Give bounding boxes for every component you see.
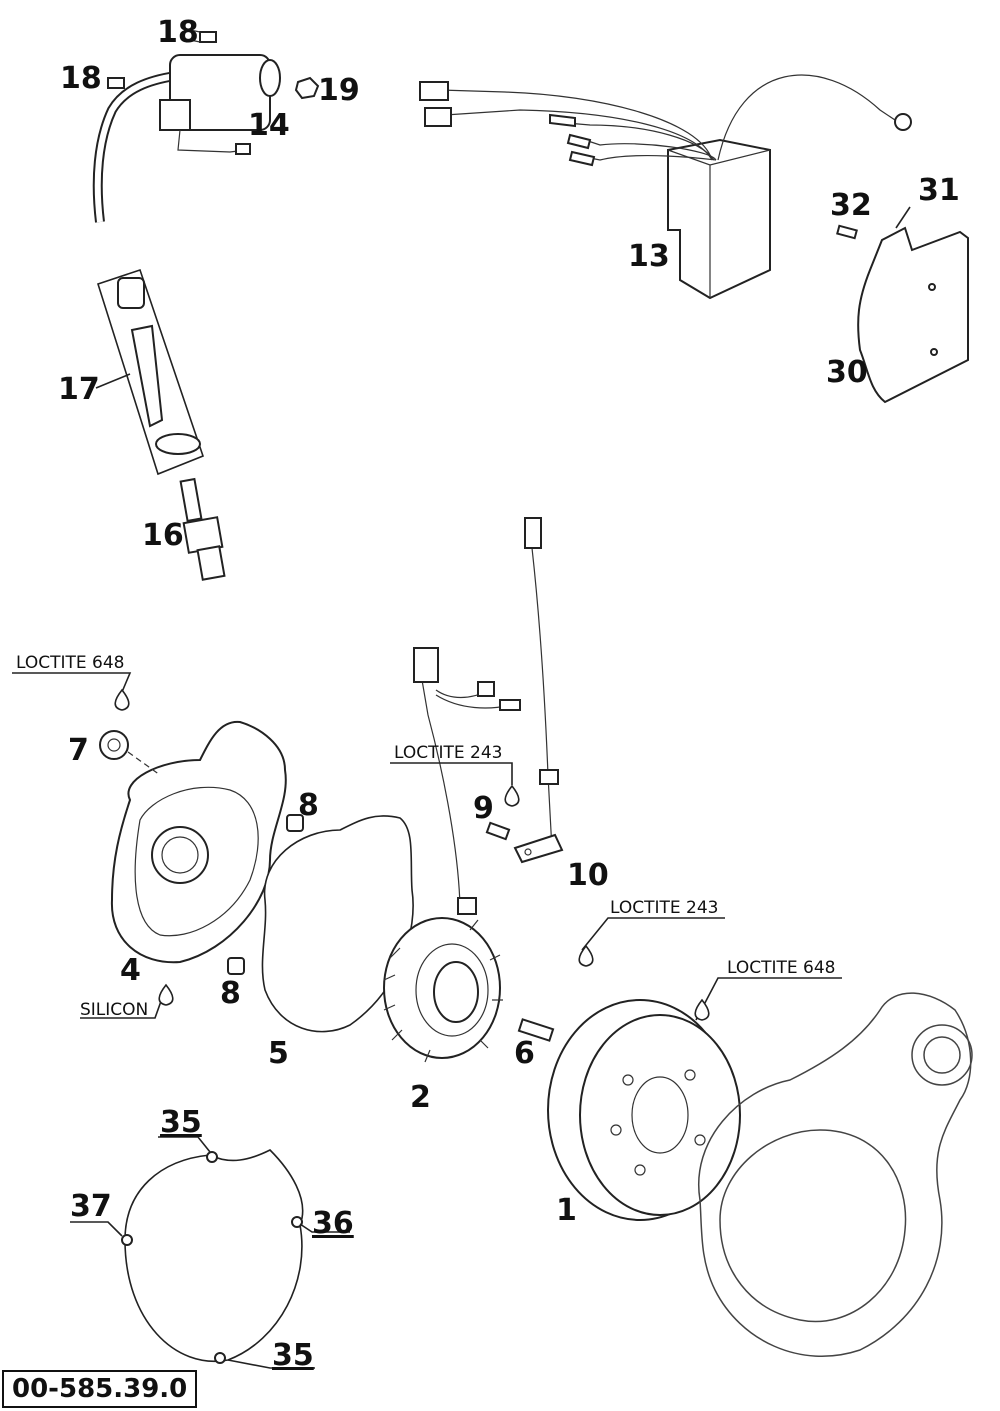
loctite-drop-cover — [114, 688, 130, 711]
diagram-reference-code: 00-585.39.0 — [2, 1370, 198, 1408]
loctite-drop-rotor-screw — [578, 944, 594, 967]
part-label-19: 19 — [318, 73, 360, 108]
part-label-10: 10 — [567, 858, 609, 893]
part-label-14: 14 — [248, 108, 290, 143]
part-label-4: 4 — [120, 953, 141, 988]
cover-gasket — [261, 815, 414, 1033]
spark-plug — [179, 477, 226, 581]
note-silicon: SILICON — [80, 1000, 148, 1020]
nut-19 — [294, 76, 320, 100]
rotor-screw — [517, 1018, 555, 1042]
screw-18b — [107, 77, 125, 89]
ignition-cover-gasket — [121, 1149, 304, 1364]
note-loctite-648-rotor: LOCTITE 648 — [727, 958, 836, 978]
loctite-drop-rotor — [694, 998, 710, 1021]
loctite-drop-pickup — [504, 784, 520, 807]
part-label-30: 30 — [826, 355, 868, 390]
part-label-35a: 35 — [160, 1105, 202, 1140]
note-loctite-243-pickup: LOCTITE 243 — [394, 743, 503, 763]
part-label-2: 2 — [410, 1080, 431, 1115]
part-label-36: 36 — [312, 1206, 354, 1241]
part-label-1: 1 — [556, 1193, 577, 1228]
generator-cover — [99, 720, 304, 975]
ignition-coil — [92, 54, 281, 223]
part-label-13: 13 — [628, 239, 670, 274]
silicon-drop — [158, 983, 174, 1006]
part-label-32: 32 — [830, 188, 872, 223]
part-label-31: 31 — [918, 173, 960, 208]
stator — [383, 647, 521, 1063]
cdi-bracket — [857, 226, 969, 404]
cdi-unit — [419, 74, 912, 300]
ignition-cover-outline — [698, 992, 973, 1358]
part-label-8a: 8 — [298, 788, 319, 823]
part-label-16: 16 — [142, 518, 184, 553]
screw-32 — [836, 224, 858, 240]
note-loctite-648-cover: LOCTITE 648 — [16, 653, 125, 673]
part-label-18b: 18 — [60, 61, 102, 96]
part-label-8b: 8 — [220, 976, 241, 1011]
part-label-5: 5 — [268, 1036, 289, 1071]
screw-18a — [189, 29, 217, 43]
spark-plug-cap-assembly — [97, 268, 205, 476]
part-label-35b: 35 — [272, 1338, 314, 1373]
part-label-18a: 18 — [157, 15, 199, 50]
part-label-37: 37 — [70, 1189, 112, 1224]
pickup-sensor — [513, 517, 564, 864]
note-loctite-243-rotor: LOCTITE 243 — [610, 898, 719, 918]
part-label-6: 6 — [514, 1036, 535, 1071]
flywheel-rotor — [547, 999, 741, 1221]
part-label-7: 7 — [68, 733, 89, 768]
screw-9 — [485, 821, 511, 841]
part-label-9: 9 — [473, 791, 494, 826]
part-label-17: 17 — [58, 372, 100, 407]
